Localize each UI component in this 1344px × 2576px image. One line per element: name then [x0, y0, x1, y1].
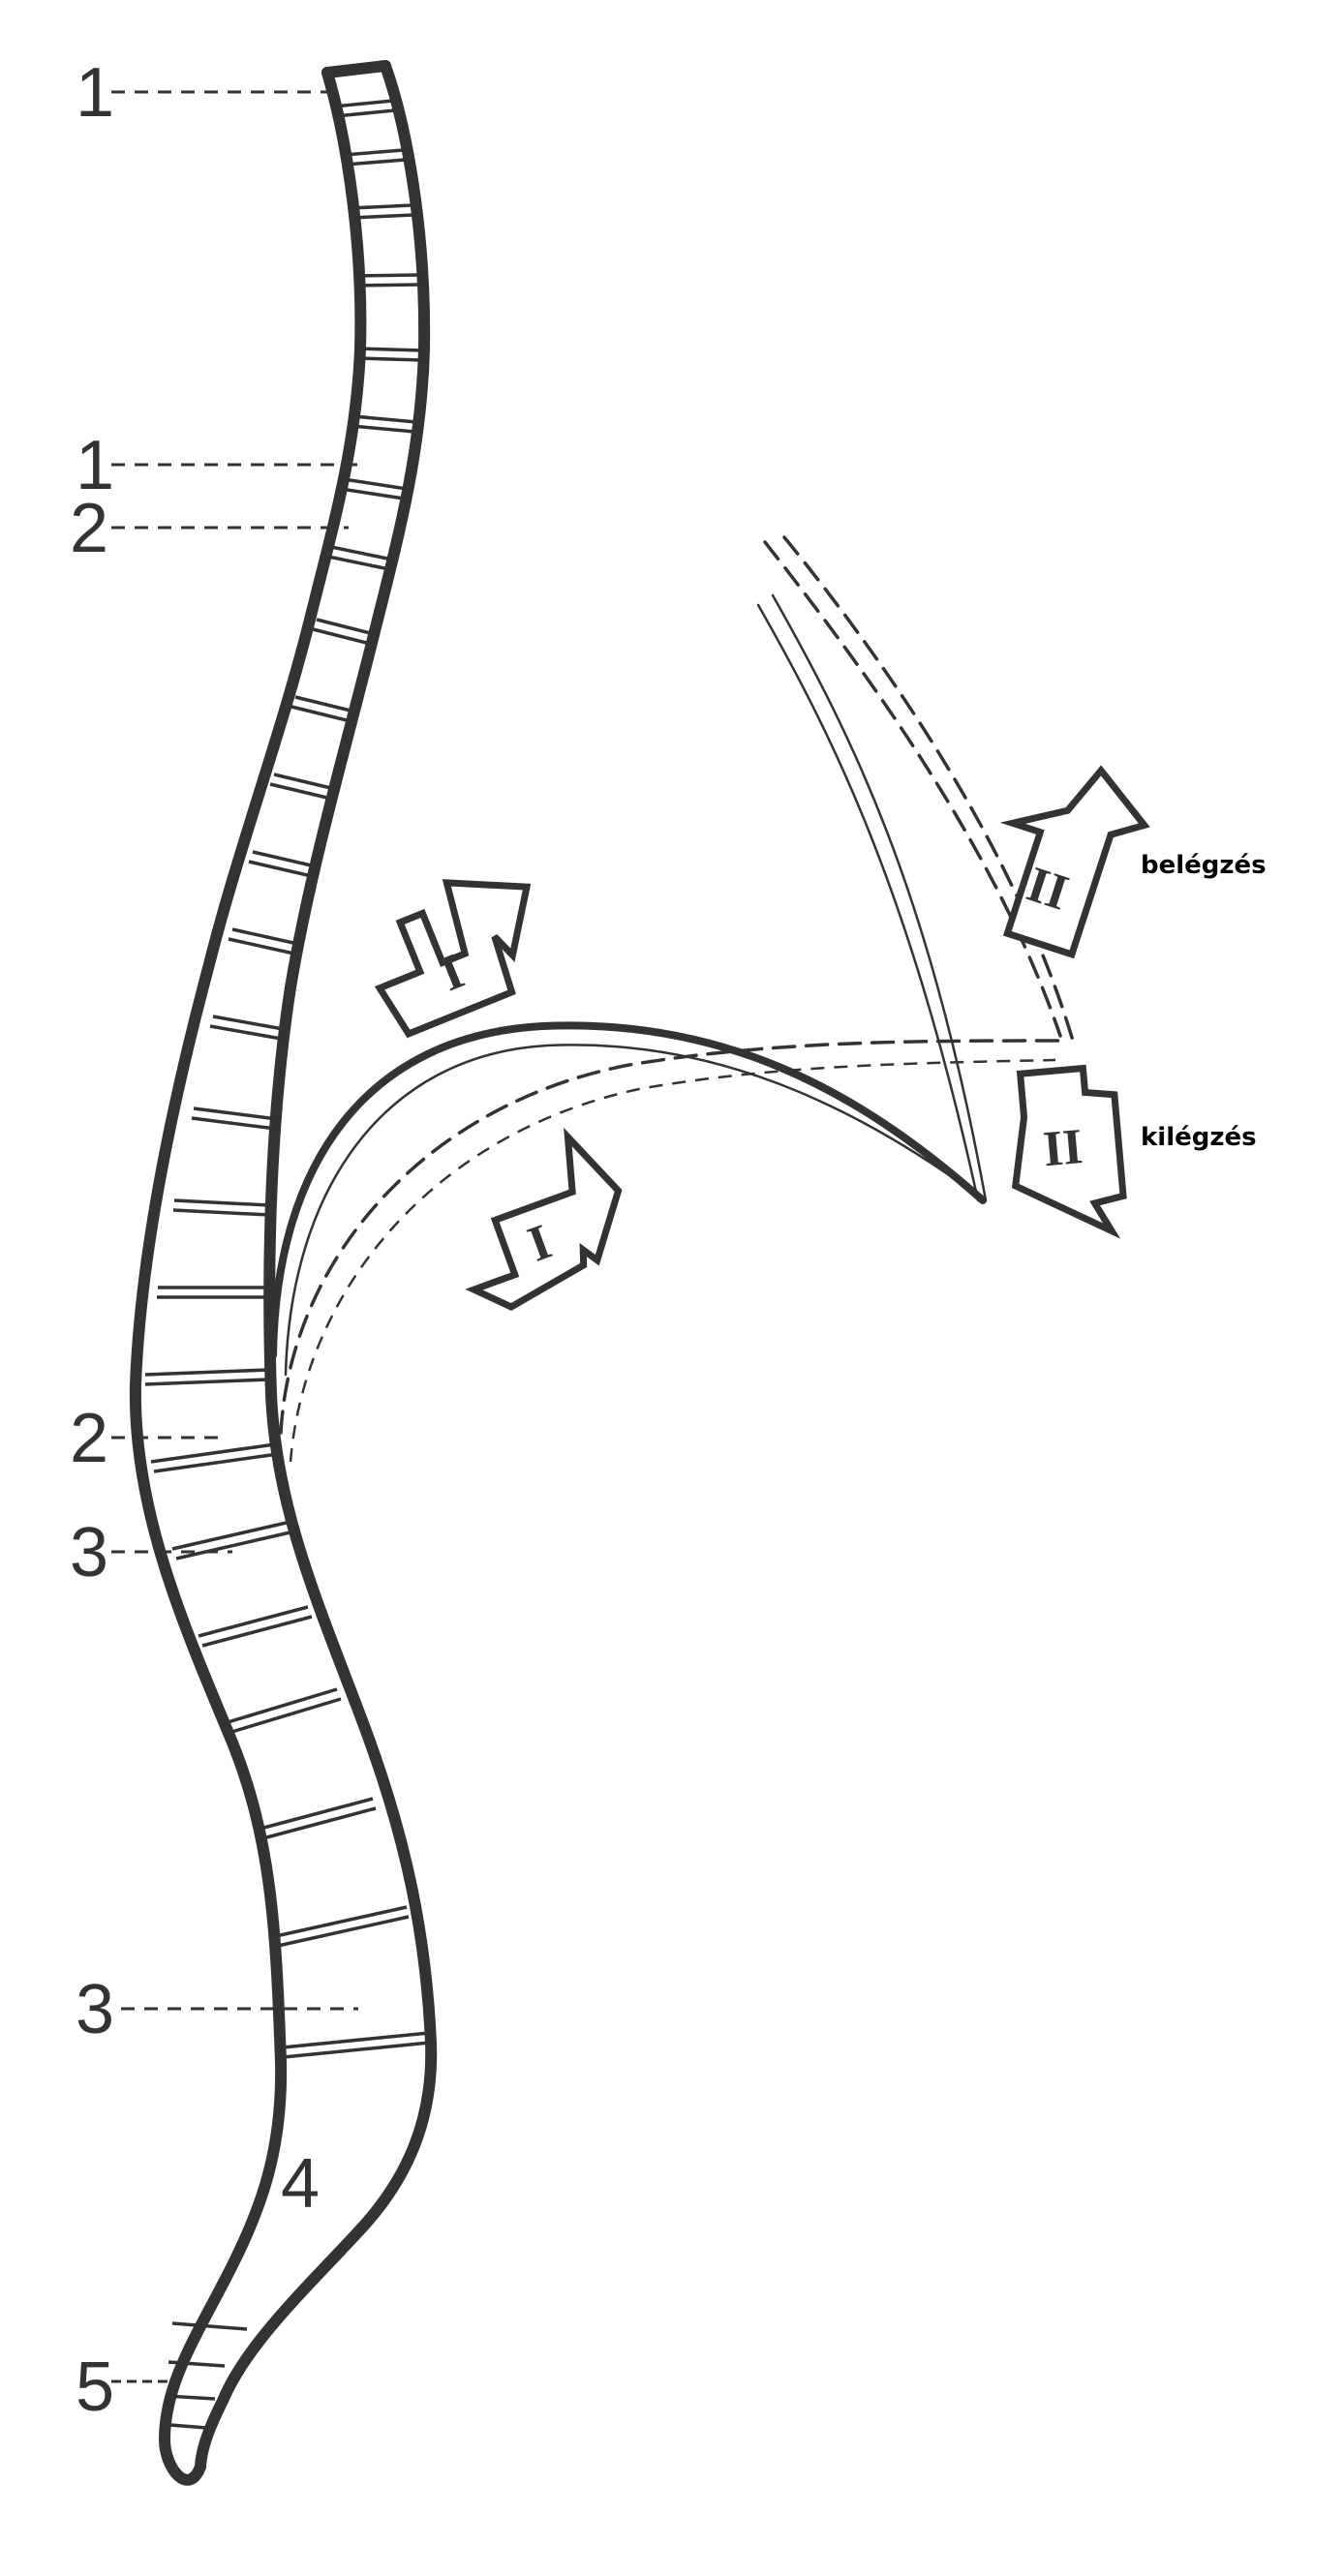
vertebra-band [191, 1106, 278, 1131]
vertebra-band [290, 695, 359, 724]
vertebra-band [248, 850, 321, 879]
vertebra-band [282, 2031, 431, 2059]
label-one-top: 1 [76, 54, 114, 132]
coccyx-band [168, 2360, 226, 2368]
lower-rib-dashed-outer [279, 1039, 1067, 1435]
vertebra-band [269, 773, 340, 802]
spine-right-edge [195, 60, 438, 2472]
label-four: 4 [281, 2145, 320, 2223]
vertebra-band [275, 1905, 410, 1948]
arrow-one-up: I [374, 879, 532, 1039]
label-two-upper: 2 [70, 490, 108, 567]
vertebra-band [157, 1286, 267, 1299]
lower-rib-solid-inner [284, 1044, 980, 1377]
vertebra-band [224, 1687, 342, 1735]
lower-rib-dashed-inner [289, 1058, 1056, 1463]
exhalation-label: kilégzés [1141, 1123, 1257, 1152]
vertebra-band [343, 148, 407, 167]
ribs [269, 535, 1075, 1463]
label-three-lower: 3 [76, 1971, 114, 2048]
vertebra-band [172, 1198, 270, 1217]
upper-rib-dashed-a [763, 540, 1062, 1038]
vertebra-band [312, 618, 379, 647]
vertebra-band [327, 545, 393, 571]
vertebra-band [355, 347, 423, 362]
vertebra-band [198, 1605, 313, 1648]
coccyx-band [171, 2321, 248, 2331]
number-labels: 1 1 2 2 3 3 4 5 [70, 54, 320, 2426]
vertebra-band [351, 414, 417, 434]
leader-lines [111, 90, 363, 2383]
vertebra-band [228, 927, 303, 956]
spine-top-cap [321, 60, 391, 78]
arrow-two-up: II [999, 765, 1150, 959]
coccyx-band [166, 2394, 216, 2401]
label-one-mid: 1 [76, 427, 114, 504]
inhalation-label: belégzés [1141, 851, 1267, 880]
vertebra-band [209, 1015, 290, 1042]
vertebra-band [333, 99, 396, 118]
vertebra-band [144, 1368, 270, 1386]
vertebra-band [171, 1520, 295, 1561]
spine [129, 60, 438, 2486]
vertebra-band [340, 477, 408, 500]
vertebra-band [354, 273, 421, 288]
label-two-lower: 2 [70, 1400, 108, 1477]
coccyx-band [169, 2423, 208, 2430]
arrows: I I II II [374, 765, 1150, 1312]
upper-rib-dashed-b [782, 535, 1075, 1043]
arrow-two-down-label: II [1041, 1119, 1084, 1177]
arrow-one-down: I [465, 1127, 623, 1312]
arrow-two-down: II [1011, 1064, 1127, 1239]
vertebra-band [350, 203, 414, 220]
spine-left-edge [129, 67, 367, 2486]
vertebra-band [256, 1797, 377, 1841]
label-three-upper: 3 [70, 1514, 108, 1591]
upper-rib-solid-a [756, 603, 980, 1202]
label-five: 5 [76, 2349, 114, 2426]
vertebra-band [150, 1442, 279, 1473]
lower-rib-solid-outer [269, 1021, 987, 1359]
upper-rib-solid-b [771, 593, 988, 1202]
vertebra-bands [144, 99, 431, 2430]
